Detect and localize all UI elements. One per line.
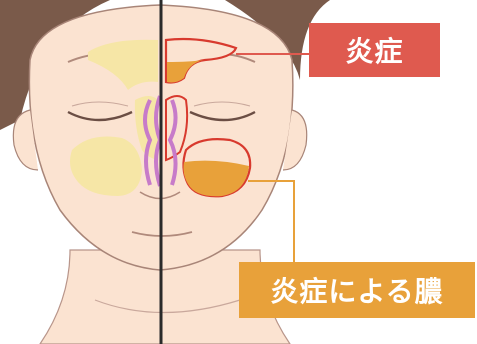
- pus-label: 炎症による膿: [239, 262, 475, 318]
- inflammation-label: 炎症: [309, 23, 440, 77]
